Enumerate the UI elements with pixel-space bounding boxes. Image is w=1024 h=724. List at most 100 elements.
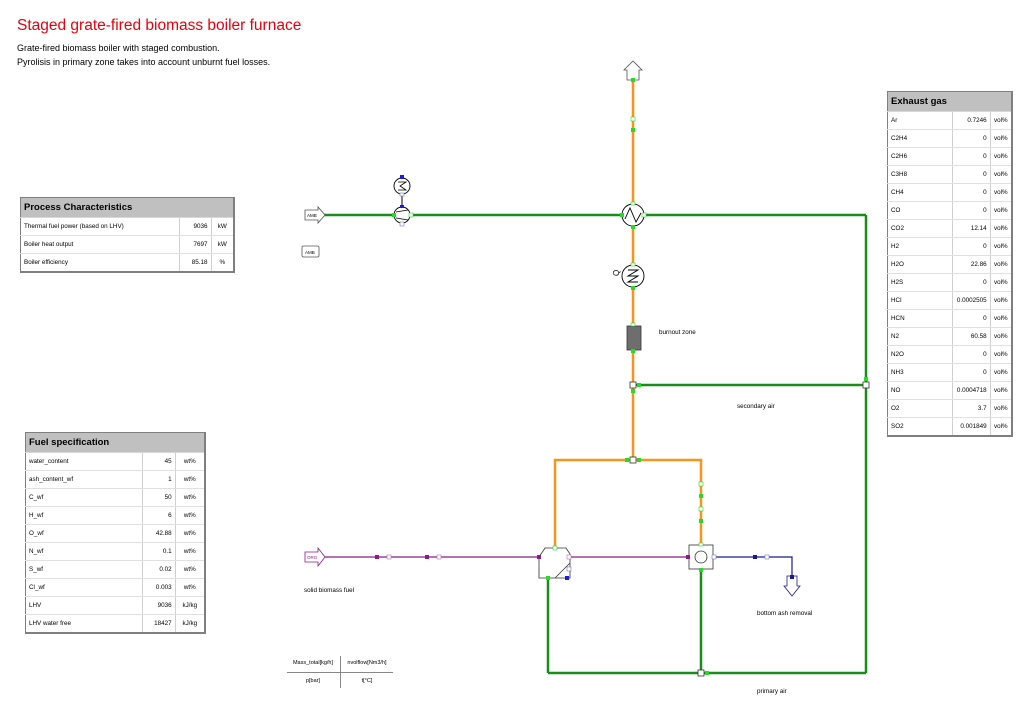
- port: [764, 554, 770, 560]
- process-row-unit: %: [211, 253, 235, 273]
- exhaust-row-unit: vol%: [990, 219, 1013, 238]
- heat-output-icon[interactable]: Q: [612, 262, 645, 290]
- exhaust-row-label: H2: [887, 237, 953, 256]
- exhaust-row-value: 0: [952, 309, 991, 328]
- fuel-row-label: Cl_wf: [25, 578, 143, 597]
- q-label: Q: [612, 270, 621, 276]
- air-splitter-right[interactable]: [862, 377, 870, 389]
- exhaust-row-value: 0.7246: [952, 111, 991, 130]
- exhaust-row-unit: vol%: [990, 147, 1013, 166]
- fuel-row-unit: kJ/kg: [175, 596, 206, 615]
- exhaust-row-label: NH3: [887, 363, 953, 382]
- flue-gas-loop-pipe[interactable]: [553, 458, 703, 548]
- fuel-row-label: S_wf: [25, 560, 143, 579]
- port: [375, 555, 379, 559]
- fuel-row-unit: wt%: [175, 542, 206, 561]
- exhaust-row-unit: vol%: [990, 363, 1013, 382]
- secondary-air-label: secondary air: [737, 403, 775, 410]
- exhaust-row-label: Ar: [887, 111, 953, 130]
- exhaust-row-label: H2S: [887, 273, 953, 292]
- port: [631, 128, 635, 132]
- exhaust-row-value: 0: [952, 363, 991, 382]
- port: [699, 494, 703, 498]
- org-source-label: ORG: [307, 555, 318, 560]
- fuel-row-unit: wt%: [175, 470, 206, 489]
- fuel-row-unit: wt%: [175, 560, 206, 579]
- primary-air-splitter[interactable]: [697, 669, 709, 677]
- amb-block-label: AMB: [305, 250, 315, 255]
- process-characteristics-table: Process Characteristics Thermal fuel pow…: [20, 197, 235, 273]
- process-row-value: 7697: [179, 235, 212, 254]
- exhaust-row-label: HCN: [887, 309, 953, 328]
- port: [425, 555, 429, 559]
- fuel-row-value: 0.02: [142, 560, 176, 579]
- process-row-unit: kW: [211, 235, 235, 254]
- motor-icon[interactable]: [393, 175, 411, 197]
- exhaust-row-label: CO2: [887, 219, 953, 238]
- process-row-label: Boiler efficiency: [20, 253, 180, 273]
- solid-biomass-fuel-label: solid biomass fuel: [304, 587, 355, 594]
- exhaust-row-value: 22.86: [952, 255, 991, 274]
- secondary-air-mixer[interactable]: [629, 381, 641, 393]
- exhaust-row-unit: vol%: [990, 111, 1013, 130]
- exhaust-row-unit: vol%: [990, 129, 1013, 148]
- exhaust-row-value: 0: [952, 201, 991, 220]
- amb-block[interactable]: AMB: [301, 245, 320, 258]
- exhaust-row-unit: vol%: [990, 273, 1013, 292]
- fuel-specification-title: Fuel specification: [25, 432, 143, 453]
- exhaust-row-value: 0.001849: [952, 417, 991, 437]
- process-characteristics-title: Process Characteristics: [20, 197, 180, 218]
- page-title: Staged grate-fired biomass boiler furnac…: [17, 17, 302, 34]
- exhaust-row-label: H2O: [887, 255, 953, 274]
- exhaust-row-value: 0: [952, 129, 991, 148]
- bottom-ash-removal-label: bottom ash removal: [757, 610, 813, 617]
- fan-icon[interactable]: [392, 205, 414, 227]
- exhaust-row-unit: vol%: [990, 417, 1013, 437]
- exhaust-row-value: 0.0004718: [952, 381, 991, 400]
- flue-gas-mixer[interactable]: [625, 456, 641, 464]
- exhaust-row-label: HCl: [887, 291, 953, 310]
- fuel-row-unit: wt%: [175, 488, 206, 507]
- exhaust-row-unit: vol%: [990, 291, 1013, 310]
- legend-pressure: p[bar]: [305, 678, 321, 684]
- fuel-row-value: 42.88: [142, 524, 176, 543]
- exhaust-row-unit: vol%: [990, 345, 1013, 364]
- exhaust-row-unit: vol%: [990, 255, 1013, 274]
- primary-combustion-zone[interactable]: [686, 542, 717, 572]
- org-source[interactable]: ORG: [304, 546, 326, 568]
- ash-sink[interactable]: [783, 575, 801, 597]
- burnout-zone-block[interactable]: [626, 322, 642, 353]
- heat-exchanger-icon[interactable]: [620, 201, 647, 229]
- port: [698, 506, 704, 512]
- exhaust-row-unit: vol%: [990, 183, 1013, 202]
- grate-pyrolysis-block[interactable]: [537, 545, 572, 580]
- port: [630, 116, 636, 122]
- amb-source[interactable]: AMB: [304, 205, 326, 225]
- ash-pipe[interactable]: [712, 556, 793, 578]
- legend-volume-flow: nvolflow[Nm3/h]: [347, 660, 387, 666]
- fuel-row-label: LHV: [25, 596, 143, 615]
- process-row-label: Thermal fuel power (based on LHV): [20, 217, 180, 236]
- process-row-value: 9036: [179, 217, 212, 236]
- stack-sink[interactable]: [623, 60, 643, 82]
